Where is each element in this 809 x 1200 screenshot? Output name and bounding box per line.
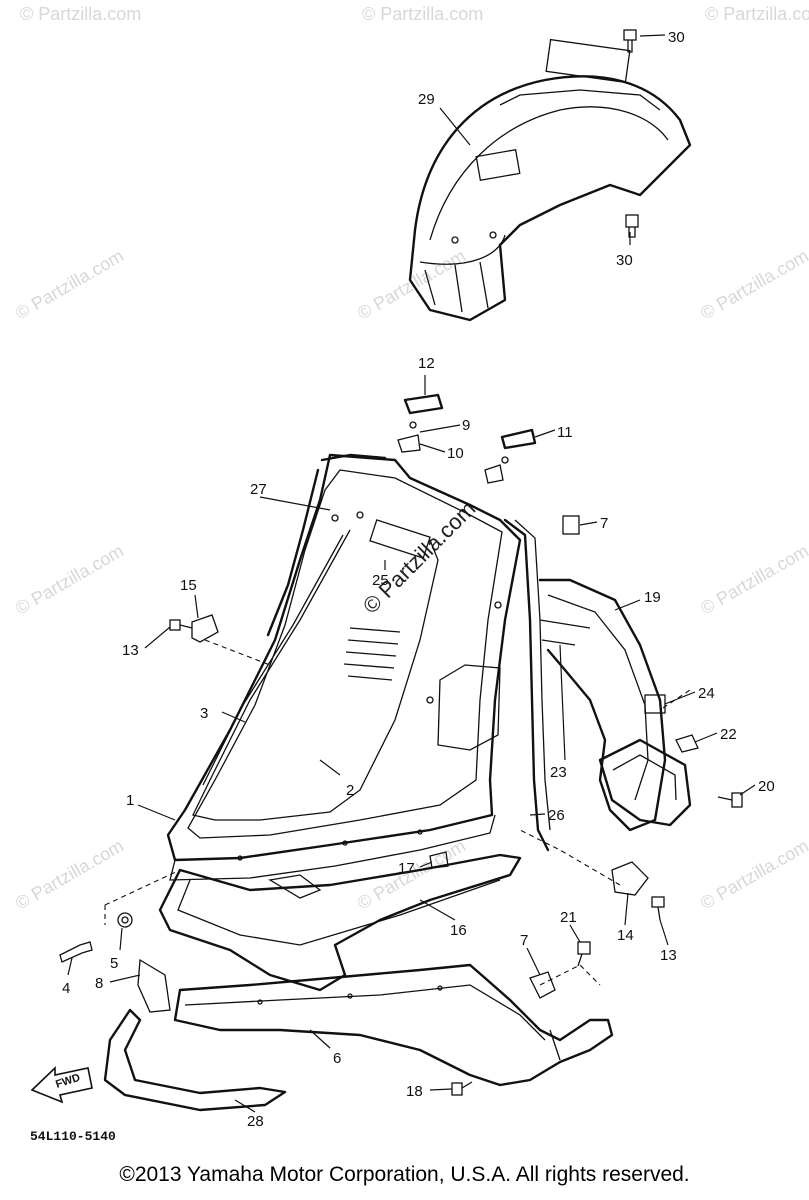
bolt-30-top — [623, 29, 637, 53]
watermark-text: © Partzilla.com — [697, 245, 809, 323]
clip-11 — [500, 428, 537, 450]
callout-29: 29 — [418, 91, 435, 108]
callout-10: 10 — [447, 445, 464, 462]
callout-2: 2 — [346, 782, 354, 799]
watermark-text: © Partzilla.com — [697, 835, 809, 913]
callout-26: 26 — [548, 807, 565, 824]
callout-20: 20 — [758, 778, 775, 795]
callout-1: 1 — [126, 792, 134, 809]
clip-7-upper — [562, 515, 580, 535]
watermark-text: © Partzilla.com — [362, 4, 483, 24]
callout-16: 16 — [450, 922, 467, 939]
bracket-14 — [611, 861, 649, 896]
watermark-text: © Partzilla.com — [12, 540, 127, 618]
forward-arrow-icon: FWD — [30, 1066, 93, 1104]
callout-30: 30 — [668, 29, 685, 46]
lower-inner-panel-16 — [158, 853, 522, 992]
callout-12: 12 — [418, 355, 435, 372]
clip-22 — [675, 734, 699, 753]
copyright-notice: ©2013 Yamaha Motor Corporation, U.S.A. A… — [119, 1163, 690, 1186]
callout-5: 5 — [110, 955, 118, 972]
pin-4 — [59, 941, 93, 963]
callout-3: 3 — [200, 705, 208, 722]
watermark-text: © Partzilla.com — [697, 540, 809, 618]
callout-labels: 30 29 30 12 9 11 10 7 27 25 19 15 13 3 2… — [62, 29, 775, 1130]
watermark-text: © Partzilla.com — [20, 4, 141, 24]
callout-6: 6 — [333, 1050, 341, 1067]
watermark-text: © Partzilla.com — [705, 4, 809, 24]
inner-panel-19 — [538, 578, 692, 832]
callout-11: 11 — [557, 424, 573, 441]
callout-30: 30 — [616, 252, 633, 269]
callout-13: 13 — [122, 642, 139, 659]
clip-10 — [397, 421, 421, 453]
watermark-text: © Partzilla.com — [12, 835, 127, 913]
callout-13: 13 — [660, 947, 677, 964]
callout-15: 15 — [180, 577, 197, 594]
screw-20 — [717, 792, 743, 808]
callout-22: 22 — [720, 726, 737, 743]
bolt-30-lower — [625, 214, 639, 238]
clip-17 — [429, 851, 449, 869]
screw-18 — [451, 1081, 473, 1096]
leader-lines — [67, 34, 756, 1113]
callout-21: 21 — [560, 909, 577, 926]
callout-4: 4 — [62, 980, 70, 997]
callout-27: 27 — [250, 481, 267, 498]
callout-14: 14 — [617, 927, 634, 944]
callout-7: 7 — [520, 932, 528, 949]
watermark-text: © Partzilla.com — [12, 245, 127, 323]
clip-12 — [403, 393, 444, 415]
callout-17: 17 — [398, 860, 415, 877]
callout-23: 23 — [550, 764, 567, 781]
assembly-lines — [104, 639, 691, 986]
callout-28: 28 — [247, 1113, 264, 1130]
diagram-code: 54L110-5140 — [30, 1129, 116, 1144]
screw-21 — [577, 941, 591, 967]
callout-8: 8 — [95, 975, 103, 992]
callout-7: 7 — [600, 515, 608, 532]
callout-25: 25 — [372, 572, 389, 589]
trim-28 — [103, 1008, 287, 1112]
clip-7-lower — [529, 971, 556, 999]
leg-shield-part — [166, 453, 522, 881]
callout-18: 18 — [406, 1083, 423, 1100]
rear-fender-part — [408, 38, 692, 322]
seal-strip-26 — [503, 518, 551, 852]
bracket-15 — [191, 614, 219, 643]
callout-19: 19 — [644, 589, 661, 606]
nut-5 — [117, 912, 133, 928]
clip-9 — [484, 456, 509, 484]
callout-9: 9 — [462, 417, 470, 434]
lower-cover-6 — [173, 963, 614, 1087]
bracket-8 — [137, 958, 171, 1013]
screw-13-left — [169, 619, 193, 631]
screw-13-right — [651, 896, 665, 921]
callout-24: 24 — [698, 685, 715, 702]
